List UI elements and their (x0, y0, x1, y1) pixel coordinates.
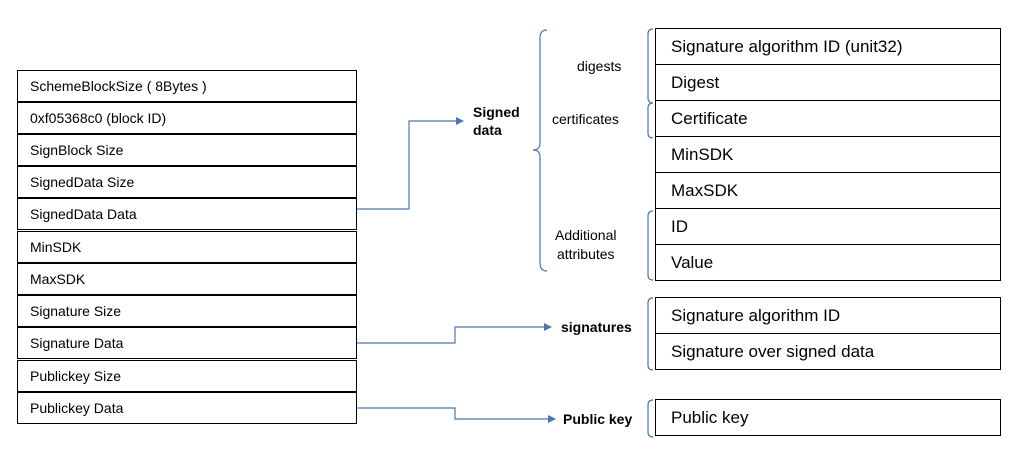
block-row: Signature Data (17, 327, 357, 360)
block-row: Signature Size (17, 295, 357, 328)
certificates-label: certificates (552, 111, 619, 127)
arrow-signatures (357, 323, 552, 344)
bracket-signatures (647, 297, 654, 371)
block-row: SignedData Size (17, 166, 357, 199)
signatures-title: signatures (561, 319, 632, 335)
arrow-signed-data (357, 117, 464, 210)
block-row: SignBlock Size (17, 134, 357, 167)
field-row: Public key (655, 399, 1001, 436)
field-row: Signature over signed data (655, 333, 1001, 370)
field-row: ID (655, 208, 1001, 245)
field-row: Digest (655, 64, 1001, 101)
block-row: SignedData Data (17, 198, 357, 231)
bracket-signed-data (532, 29, 548, 272)
bracket-additional (647, 210, 654, 281)
bracket-certificates (647, 102, 654, 139)
arrow-public-key (357, 407, 556, 423)
block-row: MinSDK (17, 231, 357, 264)
public-key-title: Public key (563, 411, 633, 427)
block-row: Publickey Data (17, 392, 357, 425)
field-row: MinSDK (655, 136, 1001, 173)
block-row: Publickey Size (17, 360, 357, 393)
field-row: Certificate (655, 100, 1001, 137)
signed-data-title: Signed data (473, 104, 520, 138)
digests-label: digests (577, 58, 622, 74)
bracket-public-key (647, 399, 654, 438)
block-row: 0xf05368c0 (block ID) (17, 102, 357, 135)
field-row: Signature algorithm ID (unit32) (655, 28, 1001, 65)
block-row: SchemeBlockSize ( 8Bytes ) (17, 70, 357, 103)
additional-attributes-label: Additional attributes (555, 227, 617, 262)
block-row: MaxSDK (17, 263, 357, 296)
bracket-digests (647, 28, 654, 104)
field-row: Value (655, 244, 1001, 281)
field-row: Signature algorithm ID (655, 297, 1001, 334)
field-row: MaxSDK (655, 172, 1001, 209)
